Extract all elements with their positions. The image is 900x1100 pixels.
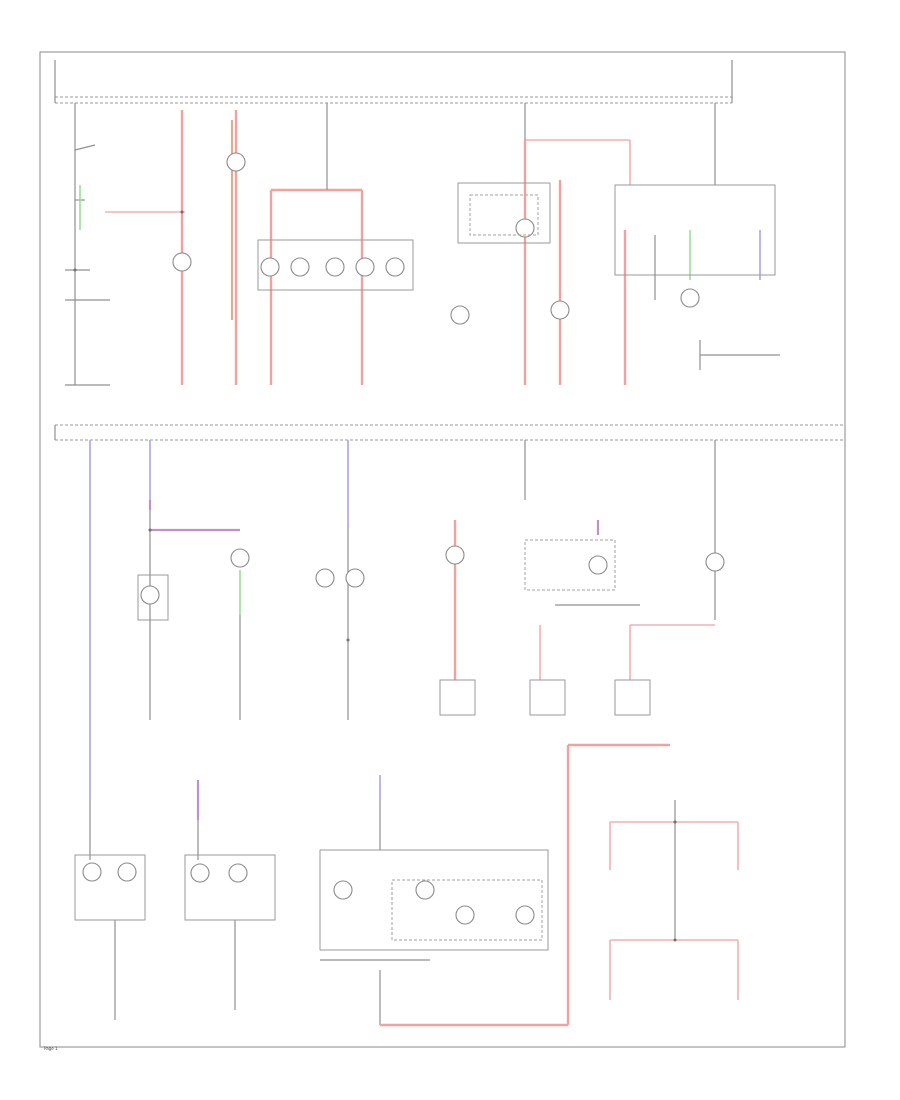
lamp-circle <box>415 880 435 900</box>
cluster-box <box>257 239 414 291</box>
page-number: Page 1 <box>44 1046 58 1051</box>
top-section-boxes <box>257 182 780 370</box>
connector-box <box>614 679 651 716</box>
switch-box <box>74 854 146 921</box>
lamp-circle <box>260 257 280 277</box>
lamp-circle <box>705 552 725 572</box>
diagram-frame <box>39 51 846 1048</box>
lamp-circle <box>190 863 210 883</box>
middle-section-wires <box>89 440 716 800</box>
lamp-circle <box>445 545 465 565</box>
module-box <box>457 182 551 244</box>
lamp-circle <box>588 555 608 575</box>
control-module-box <box>319 849 549 951</box>
lamp-circle <box>345 568 365 588</box>
lamp-circle <box>355 257 375 277</box>
top-bus <box>54 60 733 104</box>
lamp-circle <box>172 252 192 272</box>
lamp-circle <box>290 257 310 277</box>
middle-section-lamps <box>140 545 725 605</box>
lamp-circle <box>515 905 535 925</box>
bottom-section-boxes <box>74 849 549 961</box>
lamp-circle <box>82 862 102 882</box>
relay-box <box>614 184 776 276</box>
lamp-circle <box>140 585 160 605</box>
module-box <box>391 879 543 941</box>
middle-bus <box>54 424 845 441</box>
lamp-circle <box>333 880 353 900</box>
switch-box <box>184 854 276 921</box>
lamp-circle <box>228 863 248 883</box>
lamp-circle <box>315 568 335 588</box>
left-switch-column <box>65 103 185 386</box>
lamp-circle <box>230 548 250 568</box>
top-section-lamps <box>172 152 700 325</box>
module-box <box>469 194 539 236</box>
lamp-circle <box>325 257 345 277</box>
top-section-wires <box>180 103 761 385</box>
connector-box <box>529 679 566 716</box>
lamp-circle <box>226 152 246 172</box>
middle-section-boxes <box>137 539 651 716</box>
lamp-circle <box>680 288 700 308</box>
module-box <box>524 539 616 591</box>
connector-box <box>439 679 476 716</box>
bottom-section-wires <box>89 743 739 1027</box>
lamp-circle <box>385 257 405 277</box>
ground-nodes <box>73 210 677 942</box>
module-box <box>137 574 169 621</box>
lamp-circle <box>455 905 475 925</box>
bottom-section-lamps <box>82 862 535 925</box>
lamp-circle <box>515 218 535 238</box>
lamp-circle <box>550 300 570 320</box>
lamp-circle <box>450 305 470 325</box>
lamp-circle <box>117 862 137 882</box>
